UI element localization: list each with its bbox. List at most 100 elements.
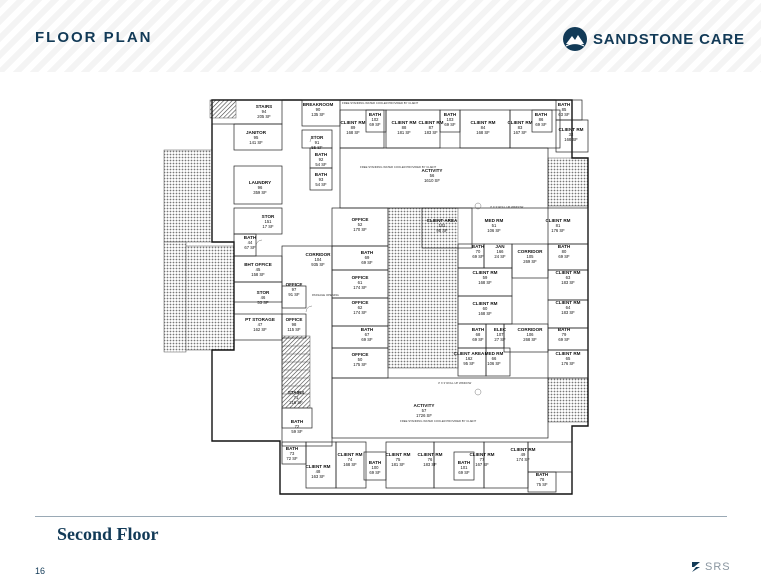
room-area: 54 SF bbox=[315, 182, 327, 187]
room-label: CLIENT RM bbox=[510, 447, 535, 452]
room-label: BATH bbox=[361, 250, 374, 255]
room-label: CLIENT RM bbox=[555, 300, 580, 305]
hatched-area bbox=[163, 149, 213, 243]
room-area: 176 SF bbox=[551, 228, 565, 233]
room-number: 68 bbox=[476, 332, 481, 337]
room-label: ACTIVITY bbox=[414, 403, 435, 408]
room-number: 93 bbox=[319, 177, 324, 182]
room-label: JAN bbox=[495, 244, 505, 249]
room-area: 183 SF bbox=[561, 280, 575, 285]
room-area: 174 SF bbox=[353, 285, 367, 290]
room-number: 51 bbox=[492, 223, 497, 228]
room-number: 104 bbox=[315, 257, 323, 262]
room-label: STAIRS bbox=[256, 104, 273, 109]
room-number: 47 bbox=[258, 322, 263, 327]
room-number: 88 bbox=[402, 125, 407, 130]
room-area: 183 SF bbox=[561, 310, 575, 315]
room-area: 75 SF bbox=[536, 482, 548, 487]
room-label: CLIENT RM bbox=[391, 120, 416, 125]
room-label: MED RM bbox=[485, 351, 504, 356]
room-area: 141 SF bbox=[249, 140, 263, 145]
room-label: OFFICE bbox=[352, 217, 369, 222]
hatched-area bbox=[209, 99, 237, 119]
room-number: 107 bbox=[497, 332, 505, 337]
room-area: 69 SF bbox=[558, 337, 570, 342]
room-number: 92 bbox=[319, 157, 324, 162]
room-area: 69 SF bbox=[369, 122, 381, 127]
room-number: 57 bbox=[422, 408, 427, 413]
room-area: 55 SF bbox=[311, 145, 323, 150]
room-area: 69 SF bbox=[444, 122, 456, 127]
room-number: 65 bbox=[566, 356, 571, 361]
room-number: 86 bbox=[539, 117, 544, 122]
room-label: CORRIDOR bbox=[305, 252, 331, 257]
room-number: 80 bbox=[562, 249, 567, 254]
room-label: STOR bbox=[311, 135, 324, 140]
room-number: 89 bbox=[351, 125, 356, 130]
hatched-area bbox=[281, 335, 311, 409]
room-label: CLIENT RM bbox=[555, 270, 580, 275]
room-label: CLIENT RM bbox=[472, 301, 497, 306]
room-area: 168 SF bbox=[478, 311, 492, 316]
room-number: 46 bbox=[261, 295, 266, 300]
room-number: 44 bbox=[248, 240, 253, 245]
room-area: 1610 SF bbox=[424, 178, 440, 183]
room-label: ACTIVITY bbox=[422, 168, 443, 173]
room-number: 166 bbox=[497, 249, 505, 254]
room-label: BATH bbox=[558, 102, 571, 107]
room-label: JANITOR bbox=[246, 130, 267, 135]
room-number: 95 bbox=[254, 135, 259, 140]
room-area: 135 SF bbox=[311, 112, 325, 117]
room-label: CLIENT RM bbox=[337, 452, 362, 457]
room-area: 69 SF bbox=[472, 254, 484, 259]
room-area: 69 SF bbox=[369, 470, 381, 475]
room-area: 168 SF bbox=[564, 137, 578, 142]
room-area: 106 SF bbox=[487, 228, 501, 233]
room-area: 170 SF bbox=[353, 227, 367, 232]
room-area: 1726 SF bbox=[416, 413, 432, 418]
room-number: 48 bbox=[316, 469, 321, 474]
room-label: BATH bbox=[558, 327, 571, 332]
room-number: 77 bbox=[480, 457, 485, 462]
room-area: 95 SF bbox=[463, 361, 475, 366]
room-number: 73 bbox=[290, 451, 295, 456]
room-label: BATH bbox=[315, 152, 328, 157]
brand-name: SANDSTONE CARE bbox=[593, 30, 745, 48]
room-area: 106 SF bbox=[487, 361, 501, 366]
room-label: STOR bbox=[257, 290, 270, 295]
room-label: ELEC bbox=[494, 327, 507, 332]
room-label: BREAKROOM bbox=[303, 102, 334, 107]
room-area: 69 SF bbox=[361, 337, 373, 342]
srs-logo: SRS bbox=[690, 560, 731, 574]
room-number: 101 bbox=[461, 465, 469, 470]
room-area: 72 SF bbox=[286, 456, 298, 461]
room-number: 96 bbox=[258, 185, 263, 190]
room-number: 162 bbox=[466, 356, 474, 361]
room-number: 64 bbox=[566, 305, 571, 310]
note-window: 3' X 3' ROLL UP WINDOW bbox=[438, 381, 472, 385]
room-label: BATH bbox=[444, 112, 457, 117]
room-area: 69 SF bbox=[472, 337, 484, 342]
room-label: OFFICE bbox=[352, 352, 369, 357]
room-label: OFFICE bbox=[286, 282, 303, 287]
room-area: 24 SF bbox=[494, 254, 506, 259]
room-area: 205 SF bbox=[257, 114, 271, 119]
room-area: 17 SF bbox=[262, 224, 274, 229]
room-label: CLIENT AREA bbox=[454, 351, 485, 356]
floor-title: Second Floor bbox=[57, 524, 159, 544]
room-label: CLIENT RM bbox=[545, 218, 570, 223]
room-number: 70 bbox=[476, 249, 481, 254]
room-label: BATH bbox=[244, 235, 257, 240]
room-number: 71 bbox=[294, 395, 299, 400]
room-area: 168 SF bbox=[476, 130, 490, 135]
room-number: 100 bbox=[372, 465, 380, 470]
room-area: 167 SF bbox=[475, 462, 489, 467]
room-area: 168 SF bbox=[346, 130, 360, 135]
room-label: CLIENT RM bbox=[385, 452, 410, 457]
room-number: 105 bbox=[527, 254, 535, 259]
room-number: 66 bbox=[492, 356, 497, 361]
room-number: 81 bbox=[556, 223, 561, 228]
room-area: 91 SF bbox=[288, 292, 300, 297]
room-label: CLIENT RM bbox=[340, 120, 365, 125]
room-number: 45 bbox=[256, 267, 261, 272]
